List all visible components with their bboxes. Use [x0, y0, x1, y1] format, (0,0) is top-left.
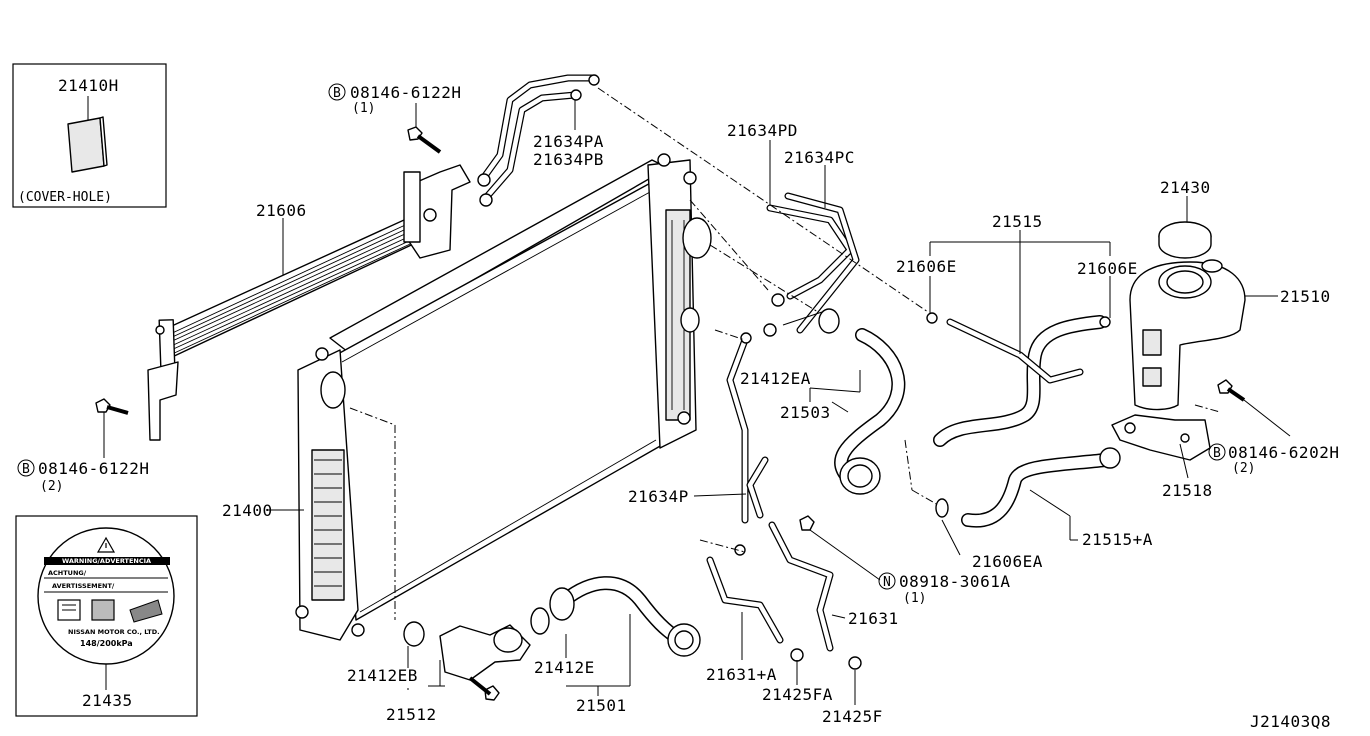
assembly-lines: [349, 87, 1221, 620]
label-pressure-text: 148/200kPa: [80, 639, 133, 648]
part-label-21634PB: 21634PB: [533, 150, 604, 169]
svg-text:B: B: [1213, 446, 1221, 461]
part-label-21412EB: 21412EB: [347, 666, 418, 685]
bolt-right: [1217, 379, 1246, 402]
leader-lines: [103, 100, 1291, 705]
upper-hose-21503: [818, 308, 906, 495]
b-symbol-right: [1208, 443, 1226, 461]
part-label-21510: 21510: [1280, 287, 1331, 306]
nut-08918: [799, 515, 815, 531]
b-symbol-left: [17, 459, 35, 477]
part-label-21634PA: 21634PA: [533, 132, 604, 151]
qty-bolt-top: (1): [352, 101, 375, 116]
part-label-21634PD: 21634PD: [727, 121, 798, 140]
part-label-21606EA: 21606EA: [972, 552, 1043, 571]
warning-label-box: WARNING/ADVERTENCIA ACHTUNG/ AVERTISSEME…: [15, 515, 198, 717]
svg-text:B: B: [333, 86, 341, 101]
bolt-left: [95, 398, 129, 415]
part-label-21606E-left: 21606E: [896, 257, 957, 276]
part-label-21512: 21512: [386, 705, 437, 724]
warning-line-2: ACHTUNG/: [48, 569, 87, 577]
b-symbol-top: [328, 83, 346, 101]
svg-text:B: B: [22, 462, 30, 477]
part-label-nut: 08918-3061A: [899, 572, 1010, 591]
cover-hole-caption: (COVER-HOLE): [18, 190, 112, 205]
warning-triangle-icon: [96, 536, 116, 553]
part-label-21412EA: 21412EA: [740, 369, 811, 388]
qty-nut: (1): [903, 591, 926, 606]
hose-21515: [926, 312, 1111, 447]
hot-coolant-icon: [91, 599, 115, 621]
part-label-21400: 21400: [222, 501, 273, 520]
part-label-21503: 21503: [780, 403, 831, 422]
part-label-21515: 21515: [992, 212, 1043, 231]
part-label-bolt-right: 08146-6202H: [1228, 443, 1339, 462]
part-label-bolt-top: 08146-6122H: [350, 83, 461, 102]
part-label-21606: 21606: [256, 201, 307, 220]
hose-21631A: [706, 556, 804, 662]
heater-pipe-21634P: [726, 332, 769, 556]
part-label-21425FA: 21425FA: [762, 685, 833, 704]
hose-21631: [768, 521, 862, 670]
lower-hose-21501: [530, 576, 701, 657]
bolt-top: [407, 126, 442, 154]
part-label-21425F: 21425F: [822, 707, 883, 726]
cooler-pipes-21634PA-PB: [477, 74, 600, 207]
oil-cooler-21606: [147, 164, 471, 441]
cover-hole-box: 21410H (COVER-HOLE): [12, 63, 167, 208]
part-label-21410H: 21410H: [58, 76, 119, 95]
part-label-bolt-left: 08146-6122H: [38, 459, 149, 478]
part-label-21606E-right: 21606E: [1077, 259, 1138, 278]
part-label-21518: 21518: [1162, 481, 1213, 500]
part-label-21631: 21631: [848, 609, 899, 628]
qty-bolt-left: (2): [40, 479, 63, 494]
part-label-21634P: 21634P: [628, 487, 689, 506]
qty-bolt-right: (2): [1232, 461, 1255, 476]
part-label-21634PC: 21634PC: [784, 148, 855, 167]
water-outlet-21512: [403, 621, 531, 701]
diagram-code: J21403Q8: [1250, 712, 1331, 731]
part-label-21631A: 21631+A: [706, 665, 777, 684]
part-label-21430: 21430: [1160, 178, 1211, 197]
label-maker-text: NISSAN MOTOR CO., LTD.: [68, 628, 160, 636]
warning-line-1: WARNING/ADVERTENCIA: [62, 557, 151, 565]
n-symbol: [878, 572, 896, 590]
no-open-hot-icon: [129, 599, 163, 623]
part-label-21412E: 21412E: [534, 658, 595, 677]
radiator-21400: [295, 153, 712, 641]
reservoir-pipes-21634PD-PC: [763, 192, 860, 337]
hose-21515A: [935, 447, 1121, 528]
warning-line-3: AVERTISSEMENT/: [52, 582, 115, 590]
svg-text:N: N: [883, 575, 891, 590]
part-label-21501: 21501: [576, 696, 627, 715]
part-label-21435: 21435: [82, 691, 133, 710]
part-label-21515A: 21515+A: [1082, 530, 1153, 549]
part-labels: 21606 B 08146-6122H (1) B 08146-6122H (2…: [17, 83, 1339, 731]
cover-hole-seal-pad: [67, 117, 105, 173]
reservoir-tank-21510: [1111, 221, 1246, 461]
